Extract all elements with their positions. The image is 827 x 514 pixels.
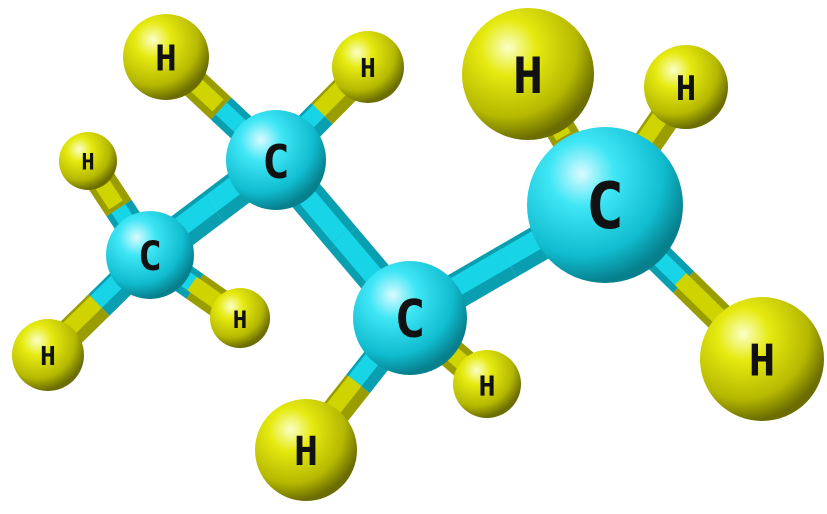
- atom-label: C: [394, 290, 425, 350]
- atom-label: H: [749, 336, 776, 387]
- atom-sphere: [700, 297, 824, 421]
- atom-label: H: [513, 47, 543, 105]
- hydrogen-atom-h6: H: [255, 399, 357, 501]
- hydrogen-atom-h4: H: [123, 14, 209, 100]
- atom-sphere: [59, 132, 117, 190]
- atom-sphere: [255, 399, 357, 501]
- hydrogen-atom-h1: H: [59, 132, 117, 190]
- atom-sphere: [644, 45, 728, 129]
- hydrogen-atom-h8: H: [462, 8, 594, 140]
- atom-label: H: [360, 54, 376, 84]
- atom-sphere: [226, 110, 326, 210]
- hydrogen-atom-h10: H: [700, 297, 824, 421]
- atom-label: H: [479, 370, 496, 403]
- atom-label: H: [155, 39, 177, 80]
- atom-label: H: [676, 69, 696, 109]
- atom-label: C: [586, 170, 625, 244]
- atom-sphere: [123, 14, 209, 100]
- atom-sphere: [527, 127, 683, 283]
- hydrogen-atom-h9: H: [644, 45, 728, 129]
- carbon-atom-c4: C: [527, 127, 683, 283]
- atom-sphere: [210, 288, 270, 348]
- atom-sphere: [462, 8, 594, 140]
- atom-label: H: [233, 306, 247, 334]
- carbon-atom-c3: C: [353, 261, 467, 375]
- atom-label: C: [138, 234, 162, 280]
- atom-label: H: [81, 151, 94, 176]
- atom-sphere: [353, 261, 467, 375]
- atom-label: H: [294, 429, 318, 475]
- hydrogen-atom-h2: H: [12, 319, 84, 391]
- atom-sphere: [332, 31, 404, 103]
- hydrogen-atom-h5: H: [332, 31, 404, 103]
- atom-label: C: [262, 135, 290, 189]
- atom-sphere: [106, 211, 194, 299]
- atom-sphere: [12, 319, 84, 391]
- hydrogen-atom-h3: H: [210, 288, 270, 348]
- atoms: H H H H C H C H H C H C H H: [12, 8, 824, 501]
- carbon-atom-c1: C: [106, 211, 194, 299]
- atom-sphere: [453, 350, 521, 418]
- carbon-atom-c2: C: [226, 110, 326, 210]
- atom-label: H: [40, 342, 56, 372]
- hydrogen-atom-h7: H: [453, 350, 521, 418]
